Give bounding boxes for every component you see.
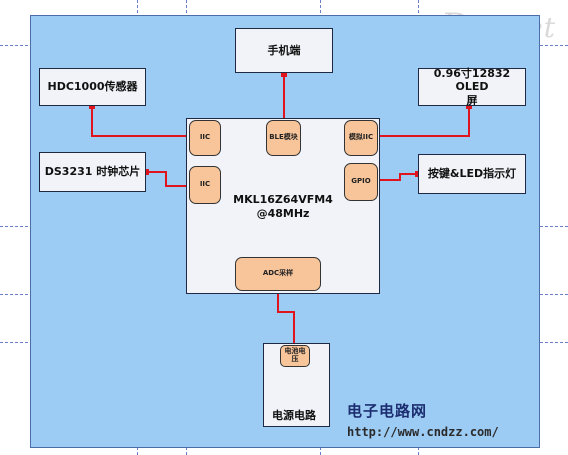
pin-battery-label-line1: 电池电: [284, 347, 306, 356]
wire-adc-battery: [277, 290, 295, 346]
wire-node: [143, 169, 149, 175]
wire-node: [89, 103, 95, 109]
pin-adc-label: ADC采样: [262, 269, 294, 278]
wire-node: [466, 103, 472, 109]
wire-keys-gpio: [376, 173, 418, 181]
oled-label-line2: 屏: [466, 93, 478, 107]
pin-adc-sampling: ADC采样: [235, 257, 321, 291]
ds3231-label: DS3231 时钟芯片: [44, 165, 141, 179]
phone-label: 手机端: [267, 43, 301, 57]
power-circuit-label: 电源电路: [272, 409, 316, 422]
oled-display-block: 0.96寸12832 OLED 屏: [418, 67, 526, 107]
pin-battery-label-line2: 压: [291, 355, 299, 363]
keys-led-block: 按键&LED指示灯: [418, 154, 526, 194]
wire-ds3231-iic: [146, 171, 190, 187]
wire-oled-simiic: [376, 106, 470, 137]
pin-battery-voltage: 电池电 压: [280, 345, 310, 367]
wire-hdc-iic: [91, 106, 190, 137]
wire-node: [281, 71, 287, 77]
keys-led-label: 按键&LED指示灯: [427, 167, 517, 181]
mcu-part-number: MKL16Z64VFM4: [233, 193, 333, 206]
pin-sim-iic-label: 模拟IIC: [348, 133, 374, 142]
phone-block: 手机端: [235, 28, 333, 73]
pin-ble-label: BLE模块: [269, 133, 298, 142]
pin-gpio-label: GPIO: [351, 177, 371, 186]
mcu-clock-frequency: @48MHz: [256, 206, 310, 220]
pin-ble-module: BLE模块: [266, 120, 301, 156]
pin-iic-bottom-label: IIC: [199, 180, 211, 189]
pin-iic-top-label: IIC: [199, 133, 211, 142]
pin-iic-bottom: IIC: [189, 166, 221, 204]
hdc1000-sensor-block: HDC1000传感器: [39, 68, 146, 106]
pin-iic-top: IIC: [189, 120, 221, 156]
hdc1000-label: HDC1000传感器: [47, 80, 138, 94]
oled-label-line1: 0.96寸12832 OLED: [433, 67, 511, 94]
mcu-label: MKL16Z64VFM4 @48MHz: [223, 193, 343, 221]
watermark-url: http://www.cndzz.com/: [347, 425, 499, 439]
pin-simulated-iic: 模拟IIC: [344, 120, 378, 156]
ds3231-clock-block: DS3231 时钟芯片: [39, 152, 146, 192]
watermark-site-name: 电子电路网: [347, 402, 428, 420]
pin-gpio: GPIO: [344, 163, 378, 201]
